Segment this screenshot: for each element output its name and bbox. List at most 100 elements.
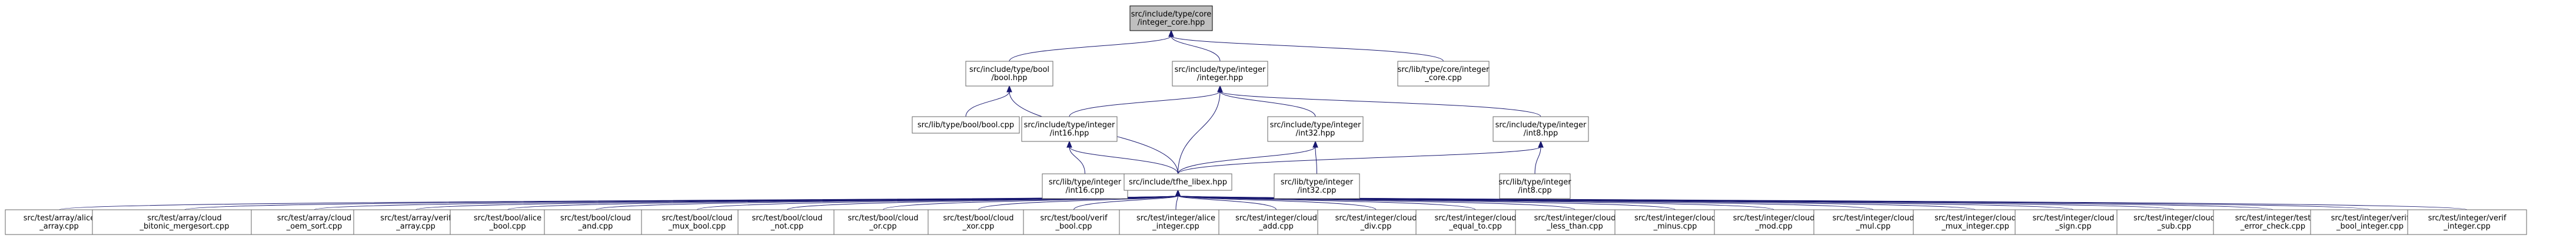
node-label-line: src/test/bool/cloud: [560, 214, 631, 223]
file-node-n8[interactable]: src/lib/type/integer/int16.cpp: [1042, 173, 1128, 199]
node-box: [641, 209, 753, 235]
node-label-line: src/test/integer/cloud: [1235, 214, 1317, 223]
edge-line: [1069, 91, 1221, 117]
file-node-t9[interactable]: src/test/bool/cloud_xor.cpp: [928, 209, 1029, 235]
edge-n2-to-n7: [1217, 85, 1541, 117]
edge-n6-to-n9: [1178, 140, 1318, 174]
arrowhead: [1217, 85, 1223, 93]
node-box: [1119, 209, 1233, 235]
edge-n9-to-t24: [1175, 189, 2468, 210]
node-label-line: _array.cpp: [395, 222, 436, 231]
edge-line: [1175, 195, 1178, 210]
node-label-line: src/test/integer/cloud: [1733, 214, 1815, 223]
node-box: [737, 209, 837, 235]
node-label-line: _equal_to.cpp: [1448, 222, 1502, 231]
node-label-line: _add.cpp: [1258, 222, 1294, 231]
edge-line: [1219, 91, 1541, 117]
node-label-line: src/lib/type/integer: [1498, 178, 1571, 187]
node-label-line: src/include/type/core: [1131, 10, 1211, 19]
node-label-line: _minus.cpp: [1653, 222, 1697, 231]
node-box: [1515, 209, 1635, 235]
arrowhead: [1312, 140, 1318, 148]
file-node-t5[interactable]: src/test/bool/cloud_and.cpp: [544, 209, 647, 235]
node-label-line: /int16.cpp: [1066, 186, 1105, 195]
edge-line: [1171, 35, 1444, 62]
file-node-t11[interactable]: src/test/integer/alice_integer.cpp: [1119, 209, 1233, 235]
node-box: [92, 209, 277, 235]
file-node-t6[interactable]: src/test/bool/cloud_mux_bool.cpp: [641, 209, 753, 235]
file-node-t15[interactable]: src/test/integer/cloud_less_than.cpp: [1515, 209, 1635, 235]
node-label-line: src/include/tfhe_libex.hpp: [1129, 178, 1227, 187]
edge-line: [1178, 91, 1221, 174]
node-box: [1042, 173, 1128, 199]
node-label-line: src/lib/type/integer: [1049, 178, 1122, 187]
file-node-t20[interactable]: src/test/integer/cloud_sign.cpp: [2015, 209, 2132, 235]
arrowhead: [1066, 140, 1072, 148]
node-label-line: src/include/type/integer: [1175, 65, 1266, 74]
node-label-line: _sub.cpp: [2157, 222, 2192, 231]
node-label-line: src/test/integer/alice: [1136, 214, 1215, 223]
node-box: [1493, 116, 1589, 142]
node-label-line: src/test/array/verif: [380, 214, 451, 223]
node-label-line: _xor.cpp: [962, 222, 995, 231]
node-label-line: src/include/type/integer: [1270, 121, 1361, 130]
node-box: [1124, 173, 1232, 191]
edge-n7-to-n9: [1178, 140, 1544, 174]
node-label-line: src/test/integer/cloud: [1935, 214, 2016, 223]
file-node-n10[interactable]: src/lib/type/integer/int32.cpp: [1274, 173, 1360, 199]
file-node-t14[interactable]: src/test/integer/cloud_equal_to.cpp: [1415, 209, 1535, 235]
file-node-n9[interactable]: src/include/tfhe_libex.hpp: [1124, 173, 1232, 191]
edge-line: [978, 195, 1178, 210]
node-label-line: _bitonic_mergesort.cpp: [139, 222, 230, 231]
file-node-t17[interactable]: src/test/integer/cloud_mod.cpp: [1714, 209, 1834, 235]
file-node-t8[interactable]: src/test/bool/cloud_or.cpp: [833, 209, 933, 235]
file-node-t12[interactable]: src/test/integer/cloud_add.cpp: [1218, 209, 1334, 235]
node-label-line: /integer.hpp: [1197, 74, 1244, 82]
edge-line: [1069, 146, 1178, 174]
node-label-line: _mux_integer.cpp: [1941, 222, 2009, 231]
node-label-line: src/include/type/integer: [1024, 121, 1115, 130]
node-box: [1499, 173, 1571, 199]
arrowhead: [1538, 140, 1544, 148]
file-node-n3[interactable]: src/lib/type/core/integer_core.cpp: [1397, 61, 1490, 87]
node-label-line: src/test/array/alice: [24, 214, 95, 223]
node-label-line: _bool_integer.cpp: [2336, 222, 2404, 231]
node-label-line: src/test/integer/verif: [2428, 214, 2507, 223]
edge-n2-to-n6: [1217, 85, 1316, 117]
node-box: [544, 209, 647, 235]
file-node-t18[interactable]: src/test/integer/cloud_mul.cpp: [1813, 209, 1933, 235]
node-label-line: _sign.cpp: [2055, 222, 2091, 231]
arrowhead: [1006, 85, 1012, 93]
file-node-t10[interactable]: src/test/bool/verif_bool.cpp: [1023, 209, 1125, 235]
file-node-t24[interactable]: src/test/integer/verif_integer.cpp: [2407, 209, 2527, 235]
node-label-line: src/test/bool/cloud: [943, 214, 1013, 223]
file-node-n11[interactable]: src/lib/type/integer/int8.cpp: [1498, 173, 1571, 199]
file-node-n2[interactable]: src/include/type/integer/integer.hpp: [1172, 61, 1268, 87]
file-node-n6[interactable]: src/include/type/integer/int32.hpp: [1267, 116, 1364, 142]
edge-n1-to-n4: [965, 85, 1012, 117]
node-label-line: src/test/bool/alice: [474, 214, 541, 223]
edge-line: [1178, 146, 1316, 174]
node-label-line: src/test/bool/verif: [1040, 214, 1108, 223]
node-box: [1714, 209, 1834, 235]
file-node-n1[interactable]: src/include/type/bool/bool.hpp: [965, 61, 1053, 87]
file-node-n4[interactable]: src/lib/type/bool/bool.cpp: [912, 116, 1020, 134]
file-node-n5[interactable]: src/include/type/integer/int16.hpp: [1021, 116, 1118, 142]
node-label-line: src/test/bool/cloud: [847, 214, 918, 223]
node-box: [1813, 209, 1933, 235]
edge-line: [1069, 146, 1085, 174]
file-node-t13[interactable]: src/test/integer/cloud_div.cpp: [1317, 209, 1435, 235]
node-label-line: _mux_bool.cpp: [668, 222, 726, 231]
edge-line: [1534, 146, 1541, 174]
edge-line: [1178, 195, 1377, 210]
node-label-line: _core.cpp: [1424, 74, 1461, 82]
nodes-layer: src/include/type/core/integer_core.hppsr…: [5, 5, 2527, 235]
file-node-t1[interactable]: src/test/array/cloud_bitonic_mergesort.c…: [92, 209, 277, 235]
file-node-t21[interactable]: src/test/integer/cloud_sub.cpp: [2116, 209, 2232, 235]
node-label-line: src/lib/type/integer: [1281, 178, 1354, 187]
file-node-n7[interactable]: src/include/type/integer/int8.hpp: [1493, 116, 1589, 142]
node-label-line: /bool.hpp: [991, 74, 1027, 82]
file-node-t7[interactable]: src/test/bool/cloud_not.cpp: [737, 209, 837, 235]
node-box: [2116, 209, 2232, 235]
